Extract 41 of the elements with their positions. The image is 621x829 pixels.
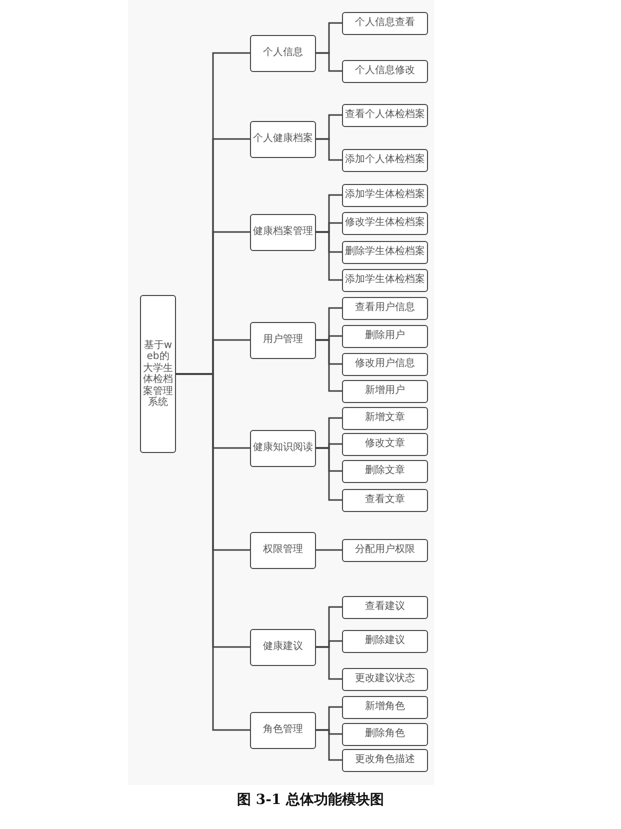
function-box: 删除用户 xyxy=(342,324,428,348)
module-box: 健康建议 xyxy=(250,628,316,666)
connector-line xyxy=(316,138,342,161)
module-box: 个人健康档案 xyxy=(250,120,316,158)
connector-line xyxy=(316,231,342,281)
function-box: 添加学生体检档案 xyxy=(342,268,428,292)
function-box: 更改角色描述 xyxy=(342,748,428,772)
function-box: 新增用户 xyxy=(342,380,428,402)
module-box: 健康档案管理 xyxy=(250,214,316,250)
function-box: 分配用户权限 xyxy=(342,538,428,562)
function-box: 新增文章 xyxy=(342,406,428,430)
connector-line xyxy=(316,52,342,72)
connector-line xyxy=(316,549,342,551)
module-box: 用户管理 xyxy=(250,322,316,358)
function-box: 查看个人体检档案 xyxy=(342,104,428,126)
function-box: 删除建议 xyxy=(342,630,428,652)
function-box: 添加学生体检档案 xyxy=(342,184,428,206)
function-box: 删除文章 xyxy=(342,460,428,482)
connector-line xyxy=(316,447,342,501)
function-box: 查看建议 xyxy=(342,596,428,618)
function-box: 修改文章 xyxy=(342,432,428,456)
function-box: 新增角色 xyxy=(342,696,428,718)
connector-line xyxy=(316,729,342,761)
figure-caption: 图 3-1 总体功能模块图 xyxy=(236,792,384,808)
module-box: 健康知识阅读 xyxy=(250,430,316,466)
function-box: 查看用户信息 xyxy=(342,296,428,320)
function-box: 查看文章 xyxy=(342,488,428,512)
function-box: 个人信息修改 xyxy=(342,60,428,82)
function-box: 修改用户信息 xyxy=(342,352,428,376)
function-box: 删除角色 xyxy=(342,722,428,746)
module-box: 角色管理 xyxy=(250,712,316,748)
function-box: 删除学生体检档案 xyxy=(342,240,428,264)
system-box: 基于web的大学生体检档案管理系统 xyxy=(140,295,176,453)
connector-line xyxy=(316,339,342,392)
function-box: 个人信息查看 xyxy=(342,12,428,34)
function-box: 修改学生体检档案 xyxy=(342,212,428,234)
function-box: 更改建议状态 xyxy=(342,668,428,690)
module-box: 个人信息 xyxy=(250,34,316,72)
connector-line xyxy=(316,646,342,680)
function-box: 添加个人体检档案 xyxy=(342,148,428,172)
module-box: 权限管理 xyxy=(250,532,316,568)
